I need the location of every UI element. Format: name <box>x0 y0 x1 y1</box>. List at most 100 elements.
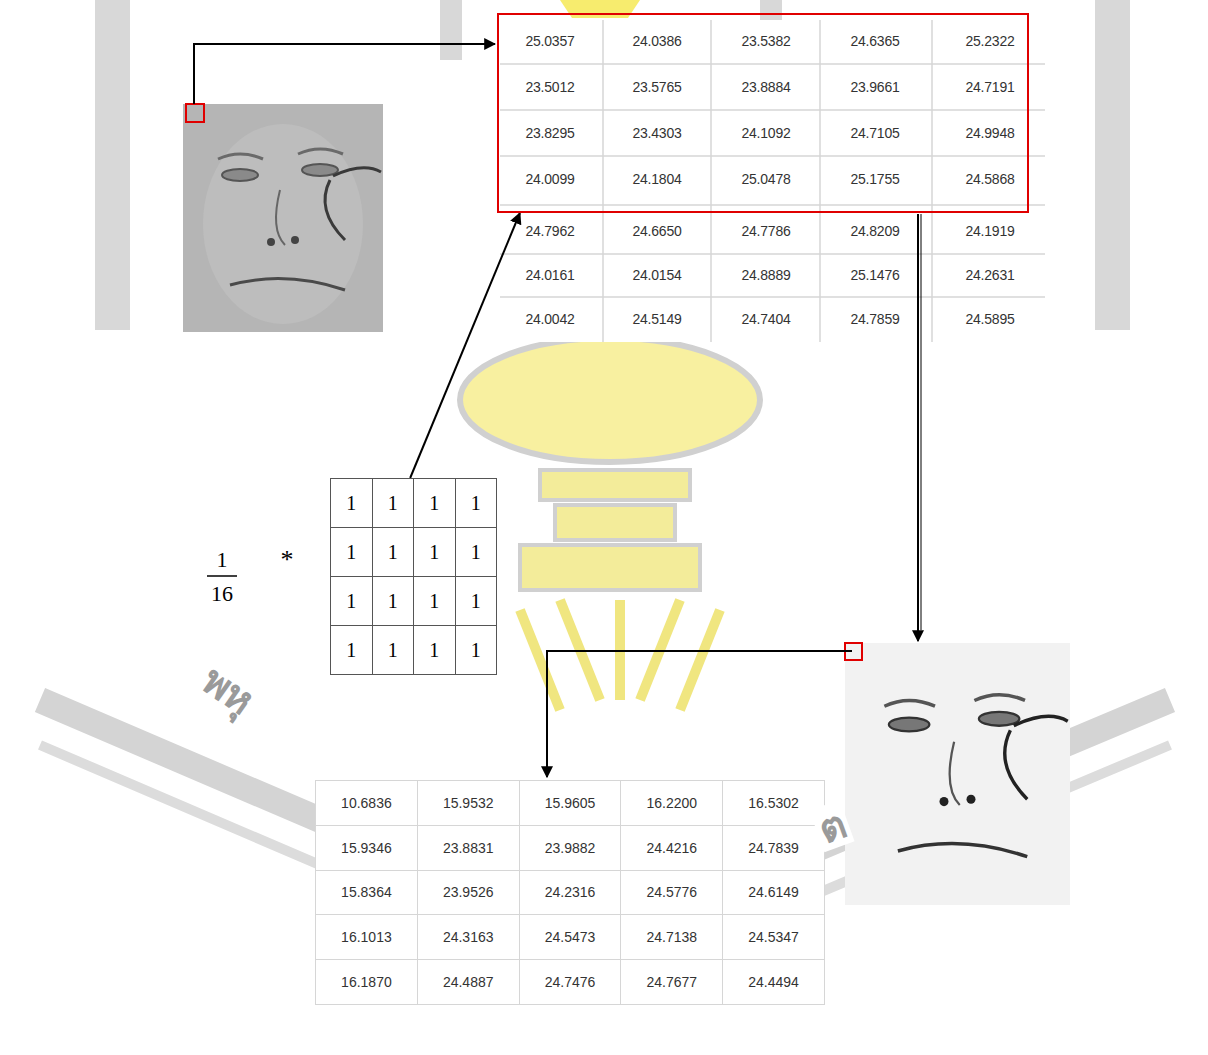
table-value: 24.2316 <box>545 884 596 900</box>
table-value: 24.5473 <box>545 929 596 945</box>
kernel-value: 1 <box>346 492 356 515</box>
matrix-cell: 1 <box>331 528 372 576</box>
table-value: 24.0386 <box>632 33 681 49</box>
table-value: 15.9346 <box>341 840 392 856</box>
table-value: 16.1870 <box>341 974 392 990</box>
table-value: 25.2322 <box>965 33 1014 49</box>
matrix-cell: 1 <box>331 626 372 674</box>
watermark-text: พหุ <box>192 655 265 724</box>
kernel-value: 1 <box>471 639 481 662</box>
face-nostril <box>291 236 299 244</box>
table-value: 24.5149 <box>632 311 681 327</box>
table-value: 24.7105 <box>850 125 899 141</box>
matrix-cell: 16.1013 <box>316 915 417 959</box>
matrix-cell: 16.5302 <box>723 781 824 825</box>
matrix-cell: 1 <box>414 479 455 527</box>
kernel-value: 1 <box>471 590 481 613</box>
table-value: 10.6836 <box>341 795 392 811</box>
leader-arrow <box>917 214 919 641</box>
matrix-cell: 15.8364 <box>316 871 417 915</box>
table-value: 23.5765 <box>632 79 681 95</box>
matrix-cell: 23.9882 <box>520 826 621 870</box>
kernel-value: 1 <box>388 541 398 564</box>
matrix-cell: 24.2316 <box>520 871 621 915</box>
table-value: 23.8884 <box>741 79 790 95</box>
matrix-cell: 1 <box>456 479 497 527</box>
fraction-bar <box>207 575 237 577</box>
matrix-cell: 1 <box>456 577 497 625</box>
table-value: 24.7138 <box>646 929 697 945</box>
table-value: 24.7404 <box>741 311 790 327</box>
watermark-text: ต <box>809 800 854 852</box>
table-value: 24.5868 <box>965 171 1014 187</box>
matrix-cell: 15.9605 <box>520 781 621 825</box>
kernel-value: 1 <box>429 639 439 662</box>
face-brows <box>218 149 343 159</box>
matrix-cell: 24.6149 <box>723 871 824 915</box>
leader-arrow <box>547 651 852 777</box>
face-shade <box>203 124 363 324</box>
matrix-cell: 1 <box>456 626 497 674</box>
matrix-cell: 24.5347 <box>723 915 824 959</box>
table-value: 23.5382 <box>741 33 790 49</box>
matrix-cell: 1 <box>373 626 414 674</box>
table-value: 24.6365 <box>850 33 899 49</box>
watermark-shape <box>555 505 675 540</box>
table-value: 24.6650 <box>632 223 681 239</box>
matrix-cell: 24.7677 <box>621 960 722 1004</box>
matrix-cell: 24.4887 <box>418 960 519 1004</box>
matrix-cell: 24.7839 <box>723 826 824 870</box>
matrix-cell: 24.7138 <box>621 915 722 959</box>
face-tube <box>1005 716 1068 799</box>
table-value: 15.9532 <box>443 795 494 811</box>
watermark-shape <box>560 0 640 18</box>
kernel-matrix: 1111111111111111 <box>330 478 497 675</box>
table-value: 24.7476 <box>545 974 596 990</box>
kernel-factor: 1 <box>217 547 228 573</box>
table-value: 24.9948 <box>965 125 1014 141</box>
table-value: 24.8209 <box>850 223 899 239</box>
table-value: 24.4216 <box>646 840 697 856</box>
matrix-cell: 24.4494 <box>723 960 824 1004</box>
face-ground <box>845 643 1070 905</box>
watermark-bar <box>95 0 130 330</box>
face-tube <box>325 168 381 240</box>
matrix-cell: 1 <box>414 577 455 625</box>
kernel-value: 1 <box>388 590 398 613</box>
table-value: 24.4887 <box>443 974 494 990</box>
face-eye <box>302 164 338 176</box>
leader-arrow <box>921 214 922 630</box>
matrix-cell: 10.6836 <box>316 781 417 825</box>
table-value: 15.9605 <box>545 795 596 811</box>
table-value: 23.5012 <box>525 79 574 95</box>
matrix-cell: 1 <box>373 479 414 527</box>
matrix-cell: 24.3163 <box>418 915 519 959</box>
watermark-shape <box>520 545 700 590</box>
kernel-value: 1 <box>471 541 481 564</box>
kernel-value: 1 <box>429 492 439 515</box>
table-value: 24.3163 <box>443 929 494 945</box>
connector-arrow <box>410 213 520 478</box>
table-value: 23.4303 <box>632 125 681 141</box>
face-nostril <box>940 797 949 806</box>
matrix-cell: 1 <box>456 528 497 576</box>
matrix-cell: 24.7476 <box>520 960 621 1004</box>
face-mouth <box>898 844 1027 857</box>
table-value: 16.1013 <box>341 929 392 945</box>
table-value: 24.6149 <box>748 884 799 900</box>
matrix-cell: 23.8831 <box>418 826 519 870</box>
table-value: 24.8889 <box>741 267 790 283</box>
table-value: 24.5895 <box>965 311 1014 327</box>
watermark-bar <box>440 0 462 60</box>
table-value: 24.0099 <box>525 171 574 187</box>
kernel-factor: * <box>281 545 294 575</box>
matrix-cell: 1 <box>414 528 455 576</box>
matrix-cell: 15.9346 <box>316 826 417 870</box>
table-value: 24.0042 <box>525 311 574 327</box>
table-value: 24.7677 <box>646 974 697 990</box>
table-value: 16.5302 <box>748 795 799 811</box>
matrix-cell: 24.5776 <box>621 871 722 915</box>
